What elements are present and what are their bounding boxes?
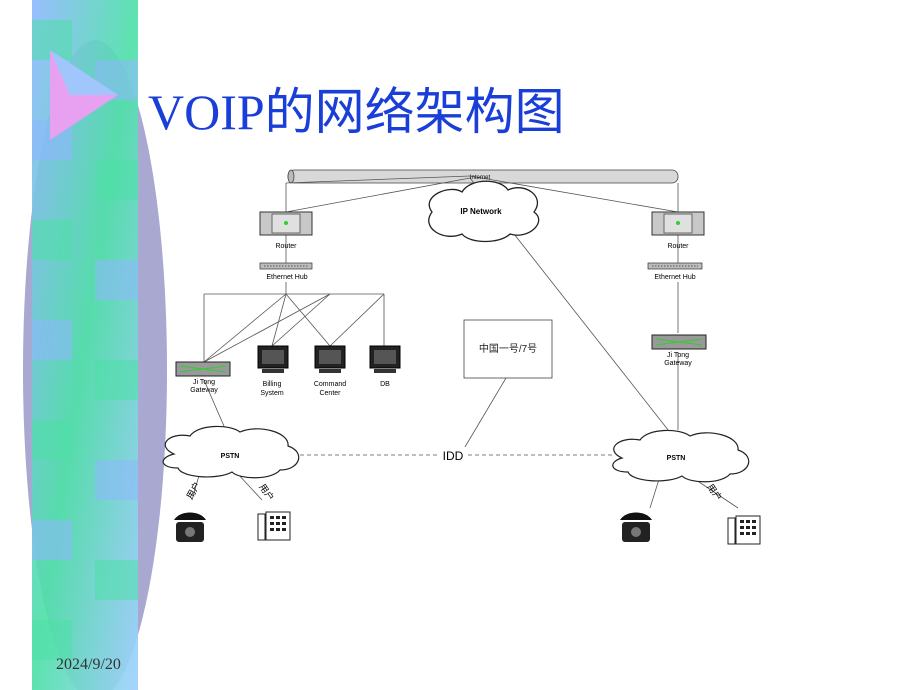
- phone-label-left-2: 用户: [257, 481, 276, 502]
- billing-computer-icon: [257, 345, 289, 373]
- telephone-right-icon: [620, 512, 652, 542]
- gateway-right-label-1: Ji Tong: [667, 352, 689, 359]
- hub-left-icon: [259, 262, 313, 270]
- gateway-right-label-2: Gateway: [664, 360, 692, 367]
- router-right-icon: [651, 211, 705, 236]
- db-computer-icon: [369, 345, 401, 373]
- hub-right-icon: [647, 262, 703, 270]
- gateway-left-label-1: Ji Tong: [193, 379, 215, 386]
- desk-phone-left-icon: [257, 511, 291, 541]
- sidebar-checker: [32, 20, 138, 660]
- router-left-icon: [259, 211, 313, 236]
- phone-label-left-1: 用户: [184, 480, 203, 501]
- pstn-right-label: PSTN: [667, 455, 686, 462]
- desk-phone-right-icon: [727, 515, 761, 545]
- command-label-1: Command: [314, 381, 346, 388]
- gateway-left-label-2: Gateway: [190, 387, 218, 394]
- ip-network-cloud-icon: [428, 180, 540, 243]
- gateway-right-icon: [651, 334, 707, 350]
- billing-label-1: Billing: [263, 381, 282, 388]
- hub-left-label: Ethernet Hub: [266, 274, 307, 281]
- phone-label-right: 用户: [705, 481, 724, 502]
- telephone-left-icon: [174, 512, 206, 542]
- sidebar-decoration: [23, 0, 167, 690]
- billing-label-2: System: [260, 390, 284, 397]
- idd-label: IDD: [443, 449, 464, 463]
- slide-date: 2024/9/20: [56, 656, 121, 673]
- internet-label: Internet: [470, 175, 491, 181]
- router-right-label: Router: [667, 243, 689, 250]
- slide-title: VOIP的网络架构图: [148, 84, 565, 140]
- router-left-label: Router: [275, 243, 297, 250]
- china-box-label: 中国一号/7号: [479, 342, 537, 355]
- pstn-left-cloud-icon: [162, 425, 300, 479]
- pstn-left-label: PSTN: [221, 453, 240, 460]
- ip-network-label: IP Network: [460, 207, 502, 216]
- pstn-right-cloud-icon: [612, 429, 750, 483]
- db-label: DB: [380, 381, 390, 388]
- command-computer-icon: [314, 345, 346, 373]
- gateway-left-icon: [175, 361, 231, 377]
- hub-right-label: Ethernet Hub: [654, 274, 695, 281]
- command-label-2: Center: [319, 390, 341, 397]
- china-signaling-box: [463, 319, 553, 379]
